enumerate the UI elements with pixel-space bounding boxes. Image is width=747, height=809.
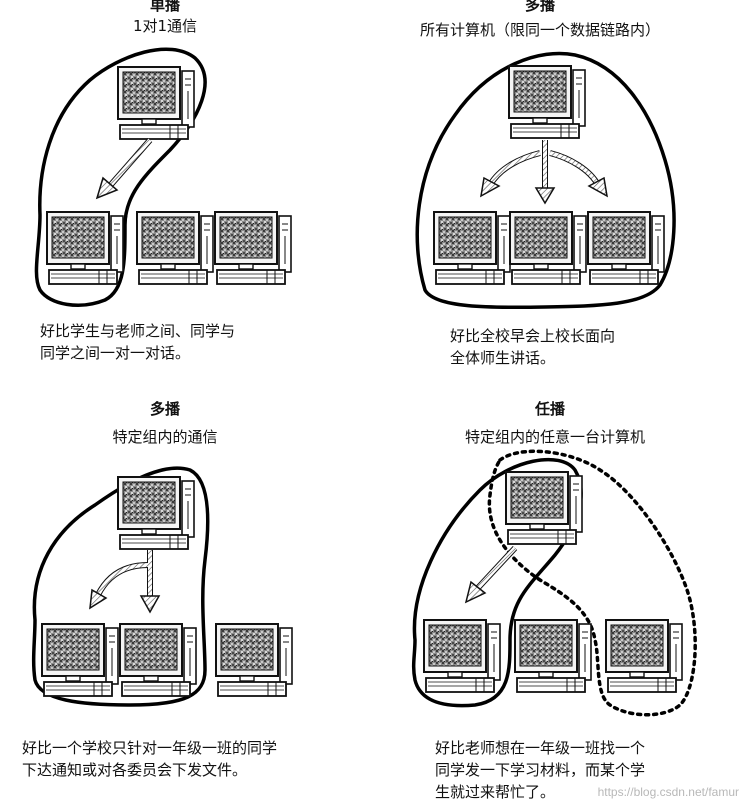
multicast-arrows (89, 550, 161, 614)
sender-computer (505, 471, 583, 545)
panel-caption-line: 下达通知或对各委员会下发文件。 (22, 761, 248, 779)
panel-title: 任播 (534, 400, 565, 418)
multicast-panel (31, 466, 293, 707)
receiver-computer (587, 211, 665, 285)
panel-caption-line: 同学发一下学习材料，而某个学 (435, 761, 646, 779)
watermark: https://blog.csdn.net/famur (597, 785, 739, 799)
computer (136, 211, 214, 285)
receiver-computer (433, 211, 511, 285)
panel-subtitle: 1对1通信 (132, 17, 198, 35)
panel-caption-line: 全体师生讲话。 (450, 349, 556, 367)
anycast-group-boundary (411, 457, 583, 708)
panel-caption-line: 好比全校早会上校长面向 (450, 327, 616, 345)
receiver-computer (423, 619, 501, 693)
panel-subtitle: 所有计算机（限同一个数据链路内） (419, 21, 660, 39)
panel-caption-line: 好比学生与老师之间、同学与 (40, 322, 236, 340)
sender-computer (117, 476, 195, 550)
receiver-computer (509, 211, 587, 285)
broadcast-panel (415, 51, 676, 310)
receiver-computer (119, 623, 197, 697)
panel-title: 单播 (149, 0, 180, 14)
anycast-panel (411, 449, 697, 717)
receiver-computer (41, 623, 119, 697)
computer (215, 623, 293, 697)
sender-computer (508, 65, 586, 139)
unicast-boundary (34, 47, 207, 307)
panel-caption-line: 生就过来帮忙了。 (435, 783, 556, 801)
panel-subtitle: 特定组内的通信 (112, 428, 218, 446)
panel-title: 多播 (524, 0, 555, 14)
receiver-computer (46, 211, 124, 285)
computer (514, 619, 592, 693)
panel-subtitle: 特定组内的任意一台计算机 (464, 428, 645, 446)
panel-caption-line: 同学之间一对一对话。 (40, 344, 191, 362)
broadcast-boundary (415, 51, 676, 310)
anycast-responder-boundary (487, 449, 697, 717)
unicast-arrow (95, 138, 153, 200)
computer (605, 619, 683, 693)
anycast-arrow (464, 545, 518, 604)
panel-caption-line: 好比老师想在一年级一班找一个 (435, 739, 646, 757)
panel-caption-line: 好比一个学校只针对一年级一班的同学 (22, 739, 278, 757)
sender-computer (117, 66, 195, 140)
computer (214, 211, 292, 285)
broadcast-arrows (480, 140, 608, 205)
panel-title: 多播 (149, 400, 180, 418)
unicast-panel (34, 47, 292, 307)
